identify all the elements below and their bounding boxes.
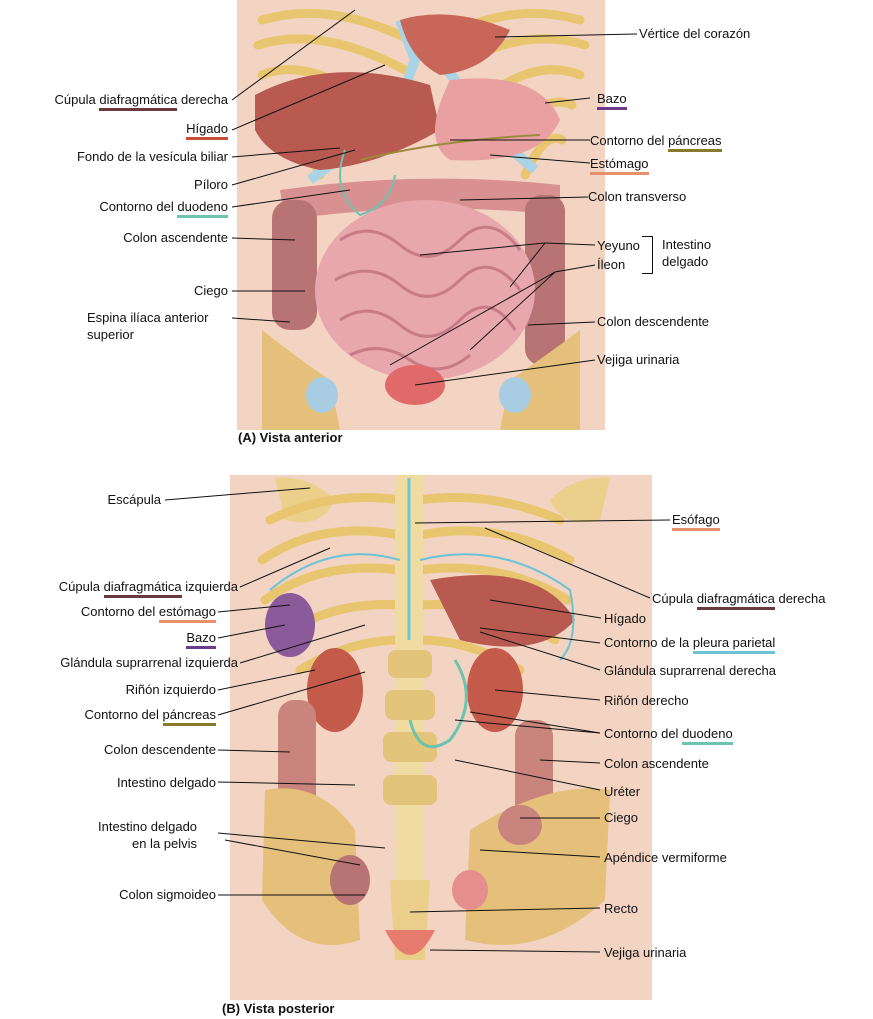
label-intestino-delgado-a: Intestino delgado [662, 237, 712, 269]
label-bazo-a: Bazo [597, 90, 627, 110]
duodenum-outline-anterior [339, 149, 396, 217]
label-apendice: Apéndice vermiforme [604, 850, 727, 865]
hip-joint-right-anterior [499, 377, 531, 413]
label-colon-transverso: Colon transverso [588, 189, 687, 204]
intestine-loops [334, 225, 522, 371]
descending-colon-anterior [525, 195, 565, 365]
spleen-posterior [265, 593, 315, 657]
sigmoid-colon [330, 855, 370, 905]
duodenum-outline-posterior [408, 659, 468, 749]
left-kidney [307, 648, 363, 732]
pelvis-left-posterior [262, 788, 360, 945]
ascending-colon-posterior [515, 720, 553, 820]
label-colon-ascendente-a: Colon ascendente [123, 230, 228, 245]
label-vejiga-b: Vejiga urinaria [604, 945, 687, 960]
label-higado-a: Hígado [186, 120, 228, 140]
label-cupula-derecha-b: Cúpula diafragmática derecha [652, 590, 825, 610]
scapula-right [550, 477, 610, 523]
label-bazo-b: Bazo [186, 629, 216, 649]
label-intestino-delgado-b: Intestino delgado [116, 775, 216, 790]
label-ciego-b: Ciego [604, 810, 638, 825]
label-rinon-derecho: Riñón derecho [604, 693, 689, 708]
label-duodeno-a: Contorno del duodeno [99, 198, 228, 218]
label-contorno-estomago: Contorno del estómago [81, 603, 216, 623]
transverse-colon [280, 178, 560, 220]
label-colon-descendente-a: Colon descendente [597, 314, 710, 329]
label-vertice-corazon: Vértice del corazón [639, 26, 751, 41]
posterior-view-illustration [230, 475, 652, 1000]
liver-anterior [255, 72, 440, 170]
label-glandula-derecha: Glándula suprarrenal derecha [604, 663, 776, 678]
hip-joint-left-anterior [306, 377, 338, 413]
rectum [452, 870, 488, 910]
label-colon-descendente-b: Colon descendente [103, 742, 216, 757]
label-pancreas-b: Contorno del páncreas [84, 706, 216, 726]
caption-posterior: (B) Vista posterior [222, 1001, 335, 1016]
label-ureter: Uréter [604, 784, 641, 799]
label-cupula-izquierda: Cúpula diafragmática izquierda [59, 578, 238, 598]
label-piloro: Píloro [194, 177, 228, 192]
label-yeyuno: Yeyuno [597, 238, 640, 253]
anterior-view-illustration [237, 0, 605, 430]
label-pleura-parietal: Contorno de la pleura parietal [604, 634, 776, 654]
label-duodeno-b: Contorno del duodeno [604, 725, 733, 745]
pancreas-outline-anterior [359, 134, 541, 161]
label-ciego-a: Ciego [194, 283, 228, 298]
label-colon-sigmoideo: Colon sigmoideo [119, 887, 216, 902]
vertebrae [383, 650, 437, 805]
label-recto: Recto [604, 901, 638, 916]
label-ileon: Íleon [597, 257, 626, 272]
cecum-posterior [498, 805, 542, 845]
label-vejiga-a: Vejiga urinaria [597, 352, 680, 367]
label-rinon-izquierdo: Riñón izquierdo [125, 682, 216, 697]
heart-anterior [400, 14, 510, 75]
intestine-bracket [642, 236, 653, 274]
bladder-posterior [385, 930, 435, 955]
label-fondo-vesicula: Fondo de la vesícula biliar [76, 149, 228, 164]
small-intestine-anterior [315, 200, 535, 380]
label-esofago: Esófago [672, 511, 720, 531]
caption-anterior: (A) Vista anterior [238, 430, 343, 445]
label-intestino-pelvis: Intestino delgado en la pelvis [98, 819, 198, 851]
pleura-outline [269, 553, 575, 661]
label-glandula-izquierda: Glándula suprarrenal izquierda [60, 655, 238, 670]
label-espina-iliaca: Espina ilíaca anterior superior [87, 310, 209, 342]
liver-posterior [430, 575, 575, 647]
label-escapula: Escápula [107, 492, 161, 507]
label-colon-ascendente-b: Colon ascendente [604, 756, 709, 771]
label-cupula-derecha-a: Cúpula diafragmática derecha [55, 91, 228, 111]
ascending-colon-anterior [272, 200, 317, 330]
label-estomago-a: Estómago [590, 155, 649, 175]
label-pancreas-a: Contorno del páncreas [590, 132, 722, 152]
descending-colon-posterior [278, 700, 316, 810]
leader-lines [164, 9, 671, 953]
label-higado-b: Hígado [604, 611, 646, 626]
